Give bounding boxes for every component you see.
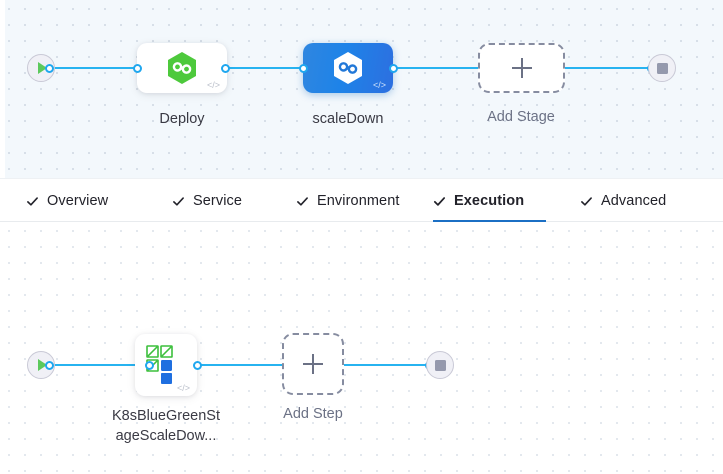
tab-advanced[interactable]: Advanced xyxy=(580,179,666,223)
step-label-line2: ageScaleDow... xyxy=(115,428,217,444)
connector-dot-deploy-in xyxy=(133,64,142,73)
tab-environment[interactable]: Environment xyxy=(296,179,400,223)
stage-label-scaledown: scaleDown xyxy=(312,111,384,127)
connector-dot-step-out xyxy=(193,361,202,370)
plus-icon xyxy=(511,58,532,78)
tab-label: Environment xyxy=(317,193,400,209)
execution-steps-canvas[interactable]: </> K8sBlueGreenSt ageScaleDow... Add St… xyxy=(0,222,723,474)
play-icon xyxy=(38,62,47,74)
stop-icon xyxy=(434,359,446,371)
code-glyph-icon: </> xyxy=(176,383,190,393)
add-step-label: Add Step xyxy=(283,406,343,422)
tab-overview[interactable]: Overview xyxy=(26,179,108,223)
tab-service[interactable]: Service xyxy=(172,179,242,223)
connector-dot-start-out xyxy=(45,64,54,73)
step-label-line1: K8sBlueGreenSt xyxy=(111,408,220,424)
tab-label: Advanced xyxy=(601,193,667,209)
tab-label: Overview xyxy=(47,193,109,209)
stage-graph-canvas[interactable]: </> Deploy </> scaleDown Add Stage xyxy=(0,0,723,178)
code-glyph-icon: </> xyxy=(372,80,386,90)
harness-hexagon-green-icon xyxy=(168,52,196,84)
edge-deploy-to-scaledown xyxy=(224,67,306,69)
add-step-button[interactable] xyxy=(282,333,344,395)
plus-icon xyxy=(303,354,323,374)
check-icon xyxy=(297,196,308,206)
stage-config-tabs: Overview Service Environment Execution xyxy=(0,178,723,223)
stage-label-deploy: Deploy xyxy=(159,111,205,127)
tab-execution[interactable]: Execution xyxy=(433,179,546,223)
connector-dot-scaledown-in xyxy=(299,64,308,73)
add-stage-label: Add Stage xyxy=(487,109,555,125)
code-glyph-icon: </> xyxy=(206,80,220,90)
edge-addstep-to-end xyxy=(343,364,429,366)
check-icon xyxy=(433,196,446,206)
tab-active-underline xyxy=(433,220,546,223)
edge-step-to-addstep xyxy=(196,364,282,366)
edge-start-to-step xyxy=(48,364,148,366)
check-icon xyxy=(27,196,38,206)
stage-end-node[interactable] xyxy=(648,54,676,82)
check-icon xyxy=(173,196,184,206)
connector-dot-step-start-out xyxy=(45,361,54,370)
harness-hexagon-white-icon xyxy=(334,52,362,84)
tab-label: Service xyxy=(193,193,243,209)
edge-start-to-deploy xyxy=(48,67,140,69)
add-stage-button[interactable] xyxy=(478,43,565,93)
edge-addstage-to-end xyxy=(565,67,650,69)
stage-node-deploy[interactable]: </> xyxy=(137,43,227,93)
step-node-k8sbluegreenstagescaledown[interactable]: </> xyxy=(135,334,197,396)
connector-dot-step-in xyxy=(145,361,154,370)
stage-node-scaledown[interactable]: </> xyxy=(303,43,393,93)
step-end-node[interactable] xyxy=(426,351,454,379)
tab-label: Execution xyxy=(454,193,525,209)
play-icon xyxy=(38,359,47,371)
check-icon xyxy=(581,196,592,206)
k8s-bluegreen-squares-icon xyxy=(146,345,173,384)
connector-dot-scaledown-out xyxy=(389,64,398,73)
edge-scaledown-to-addstage xyxy=(392,67,478,69)
connector-dot-deploy-out xyxy=(221,64,230,73)
stop-icon xyxy=(656,62,668,74)
